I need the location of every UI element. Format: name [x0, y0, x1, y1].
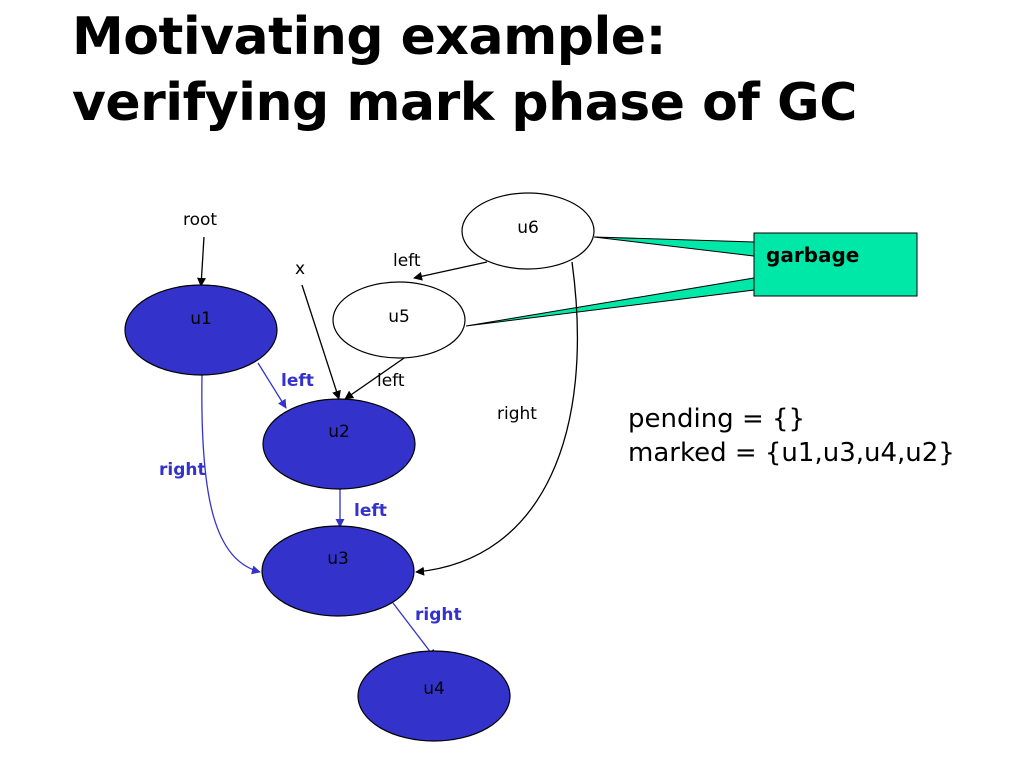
edge-u6-left-label: left: [393, 251, 421, 271]
garbage-callout-pointer-u5: [465, 277, 755, 327]
x-pointer-arrow: [301, 284, 341, 400]
edge-u5-left-label: left: [377, 371, 405, 391]
node-u5-label: u5: [388, 307, 410, 327]
garbage-callout-pointer-u6: [593, 236, 755, 257]
slide-title: Motivating example: verifying mark phase…: [72, 4, 857, 136]
garbage-callout-label: garbage: [766, 243, 859, 267]
root-pointer-arrow: [197, 236, 206, 287]
node-u4-label: u4: [423, 679, 445, 699]
edge-u1-left-u2: [257, 362, 287, 409]
node-u4: u4: [357, 650, 511, 742]
node-u2: u2: [262, 398, 416, 490]
slide-title-line1: Motivating example:: [72, 7, 666, 67]
x-pointer-label: x: [295, 259, 305, 279]
pending-set: pending = {}: [628, 404, 806, 434]
edge-u6-left-u5: [413, 261, 488, 281]
slide-title-line2: verifying mark phase of GC: [72, 73, 857, 133]
root-pointer-label: root: [183, 210, 217, 230]
edge-u1-right-u3: [201, 374, 261, 575]
garbage-callout-box: [753, 232, 918, 297]
edge-u6-right-label: right: [497, 404, 537, 424]
edge-u3-right-label: right: [415, 605, 462, 625]
node-u5: u5: [332, 281, 466, 359]
edge-u1-left-label: left: [281, 371, 314, 391]
edge-u3-right-u4: [392, 602, 436, 659]
edge-u1-right-label: right: [159, 460, 206, 480]
edge-u5-left-u2: [344, 355, 408, 400]
marked-set: marked = {u1,u3,u4,u2}: [628, 438, 955, 468]
node-u1: u1: [124, 284, 278, 376]
node-u6-label: u6: [517, 218, 539, 238]
node-u1-label: u1: [190, 309, 212, 329]
node-u2-label: u2: [328, 422, 350, 442]
node-u6: u6: [461, 192, 595, 270]
node-u3: u3: [261, 525, 415, 617]
node-u3-label: u3: [327, 549, 349, 569]
edge-u2-left-label: left: [354, 501, 387, 521]
edge-u6-right-u3: [415, 261, 579, 576]
gc-state-panel: pending = {} marked = {u1,u3,u4,u2}: [628, 402, 955, 470]
